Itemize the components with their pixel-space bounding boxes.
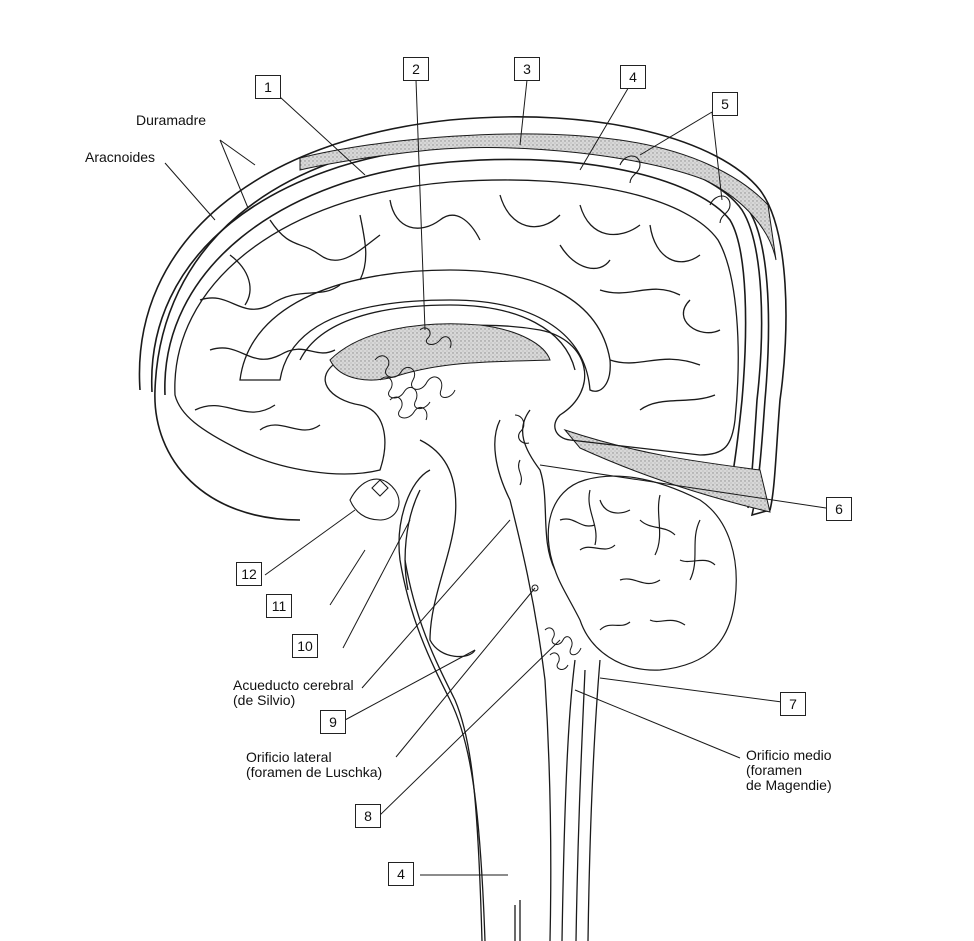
label-orificio-medio: Orificio medio (foramen de Magendie)	[746, 748, 832, 793]
label-box-2: 2	[403, 57, 429, 81]
label-acueducto-line2: (de Silvio)	[233, 692, 296, 708]
leader-lines	[164, 79, 827, 876]
lateral-ventricle	[329, 323, 551, 381]
label-box-12: 12	[236, 562, 262, 586]
brainstem-spinal-cord	[398, 409, 601, 941]
fourth-ventricle	[531, 584, 582, 670]
cortex-outline	[174, 179, 739, 475]
corpus-callosum	[239, 269, 611, 392]
label-box-4-top: 4	[620, 65, 646, 89]
third-ventricle	[349, 414, 530, 521]
label-orificio-medio-line3: de Magendie)	[746, 777, 832, 793]
label-orificio-lateral: Orificio lateral (foramen de Luschka)	[246, 750, 382, 780]
label-acueducto-line1: Acueducto cerebral	[233, 677, 354, 693]
label-box-6: 6	[826, 497, 852, 521]
cerebellum	[547, 475, 737, 671]
label-aracnoides: Aracnoides	[85, 149, 156, 165]
label-box-8: 8	[355, 804, 381, 828]
label-orificio-medio-line2: (foramen	[746, 762, 803, 778]
label-acueducto-cerebral: Acueducto cerebral (de Silvio)	[233, 678, 354, 708]
label-box-9: 9	[320, 710, 346, 734]
cerebral-hemisphere	[174, 179, 739, 475]
arachnoid-granulations	[619, 155, 731, 224]
label-box-11: 11	[266, 594, 292, 618]
label-orificio-lateral-line2: (foramen de Luschka)	[246, 764, 383, 780]
label-orificio-medio-line1: Orificio medio	[746, 747, 832, 763]
label-box-1: 1	[255, 75, 281, 99]
tentorium-band	[563, 428, 771, 513]
label-box-3: 3	[514, 57, 540, 81]
label-orificio-lateral-line1: Orificio lateral	[246, 749, 332, 765]
label-box-4-bottom: 4	[388, 862, 414, 886]
label-box-10: 10	[292, 634, 318, 658]
label-duramadre: Duramadre	[136, 112, 207, 128]
cerebellum-outline	[547, 475, 737, 671]
label-box-7: 7	[780, 692, 806, 716]
sagittal-sinus-band	[299, 133, 777, 261]
choroid-plexus	[374, 327, 456, 421]
arachnoid-contour	[164, 158, 747, 491]
label-box-5: 5	[712, 92, 738, 116]
